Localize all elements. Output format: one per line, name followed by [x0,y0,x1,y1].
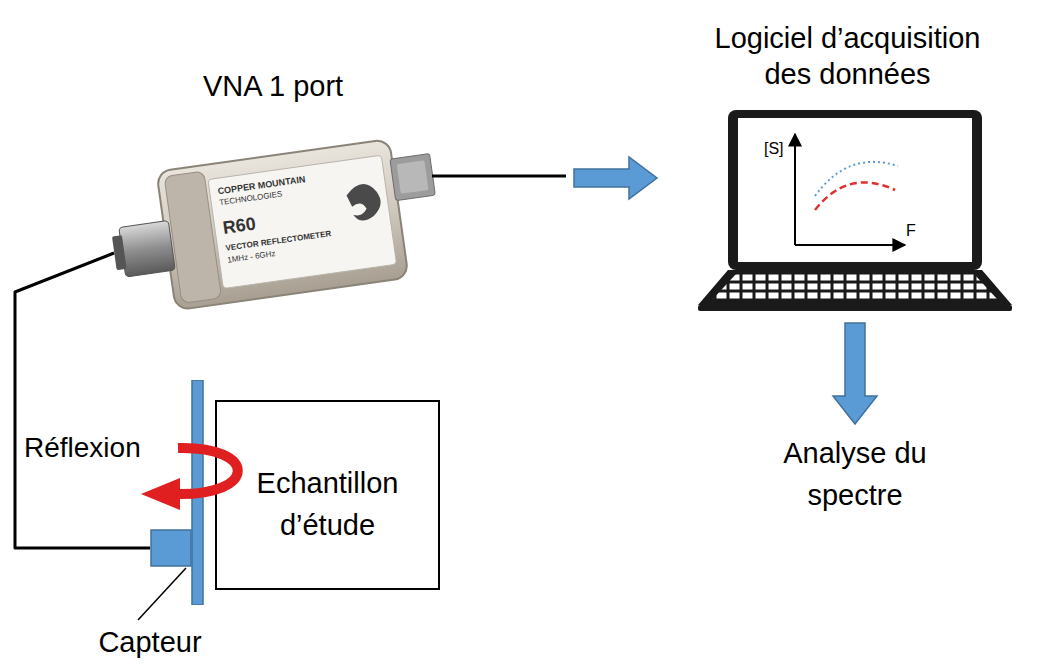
block-arrow [833,323,877,424]
laptop-icon [698,110,1012,311]
rf-cable [15,253,150,548]
vna-node: VNA 1 port [114,68,432,315]
connector [833,323,877,424]
block-arrow [574,157,657,199]
connector [432,157,657,199]
software-node: Logiciel d’acquisition des données [665,20,1030,315]
sensor-symbol [150,380,205,605]
vna-device [104,134,446,318]
sensor-label: Capteur [70,625,230,660]
axis-label: F [906,222,916,240]
sample-box: Echantillon d’étude [215,400,440,590]
annotation-label: Réflexion [24,432,141,464]
usb-cable [432,175,566,178]
model-label: R60 [221,213,257,238]
axis-label: [S] [764,140,784,158]
sensor-block [151,530,191,566]
box-text: Echantillon d’étude [227,444,428,546]
analysis-node: Analyse du spectre [745,432,965,540]
node-heading: Logiciel d’acquisition des données [690,20,1005,93]
leader-line [138,568,186,620]
connector [15,253,150,548]
node-heading: VNA 1 port [116,68,431,104]
sensor-node: Capteur [150,380,205,605]
sensor-plate [192,380,203,605]
node-text: Analyse du spectre [745,432,965,516]
